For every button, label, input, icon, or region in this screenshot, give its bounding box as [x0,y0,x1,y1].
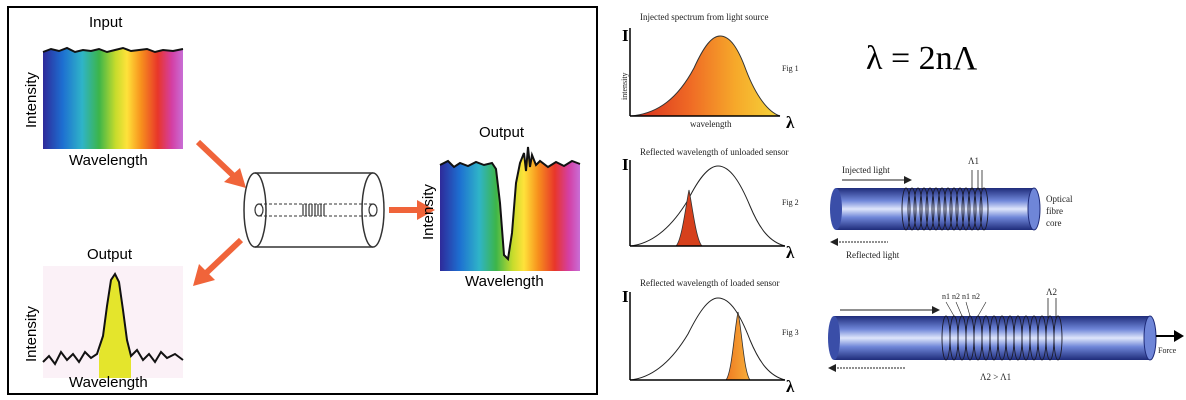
fiber-label-core: core [1046,218,1062,228]
bragg-equation: λ = 2nΛ [866,40,978,77]
input-title: Input [89,14,123,31]
fig2-marker: Λ1 [968,156,980,166]
fig1-caption: Injected spectrum from light source [640,12,769,22]
reflection-spectrum [42,266,184,378]
arrow-fiber-to-output-right [389,200,435,220]
fiber-label-fibre: fibre [1046,206,1063,216]
input-xlabel: Wavelength [69,152,148,169]
force-arrow [1156,330,1184,342]
fig3-spectrum [629,292,786,381]
fig3-marker: Λ2 [1046,287,1058,297]
fig1-spectrum [629,28,781,117]
arrow-fiber-to-output-bottom [193,237,244,286]
fig1-axis-i: I [622,26,629,45]
fig3-fiber [828,298,1157,372]
fig2-caption: Reflected wavelength of unloaded sensor [640,147,789,157]
fbg-diagram-panel: Input Intensity Wavelengt [7,6,598,395]
output-bottom-xlabel: Wavelength [69,374,148,391]
fig2-injected-label: Injected light [842,165,890,175]
arrow-input-to-fiber [195,139,246,188]
fig1-xlabel: wavelength [690,119,732,129]
fig3-refractive-indices: n1 n2 n1 n2 [942,292,980,301]
fig1-label: Fig 1 [782,64,799,73]
fig2-axis-lambda: λ [786,243,795,262]
output-bottom-ylabel: Intensity [23,306,40,362]
fig2-fiber [830,170,1041,246]
output-right-ylabel: Intensity [420,184,437,240]
output-bottom-title: Output [87,246,133,263]
input-ylabel: Intensity [23,72,40,128]
fig1-ylabel: intensity [620,72,629,100]
fig2-spectrum [629,160,786,247]
fiber-label-optical: Optical [1046,194,1073,204]
input-spectrum [42,46,184,149]
fiber-grating-cylinder [243,172,385,248]
fig3-axis-lambda: λ [786,377,795,396]
fig2-axis-i: I [622,155,629,174]
fig2-reflected-label: Reflected light [846,250,900,260]
fig3-relation: Λ2 > Λ1 [980,372,1012,382]
fig3-label: Fig 3 [782,328,799,337]
output-right-title: Output [479,124,525,141]
fig3-caption: Reflected wavelength of loaded sensor [640,278,780,288]
force-label: Force [1158,346,1177,355]
transmission-spectrum [439,146,581,271]
fig2-label: Fig 2 [782,198,799,207]
fig3-axis-i: I [622,287,629,306]
fig1-axis-lambda: λ [786,113,795,132]
output-right-xlabel: Wavelength [465,273,544,290]
